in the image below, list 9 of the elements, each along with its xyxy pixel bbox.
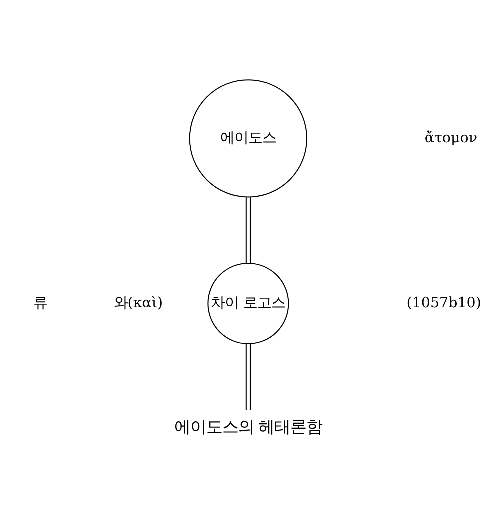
label: (1057b10) (406, 295, 481, 312)
label: 류 (33, 295, 48, 312)
connector (245, 344, 250, 410)
label: ἄτομον (424, 130, 478, 146)
node-circle: 차이 로고스 (207, 262, 289, 344)
label: 와(καὶ) (113, 295, 163, 312)
node-text: 에이도스의 헤태론함 (174, 416, 322, 436)
node-circle: 에이도스 (188, 79, 308, 198)
connector (245, 197, 250, 263)
